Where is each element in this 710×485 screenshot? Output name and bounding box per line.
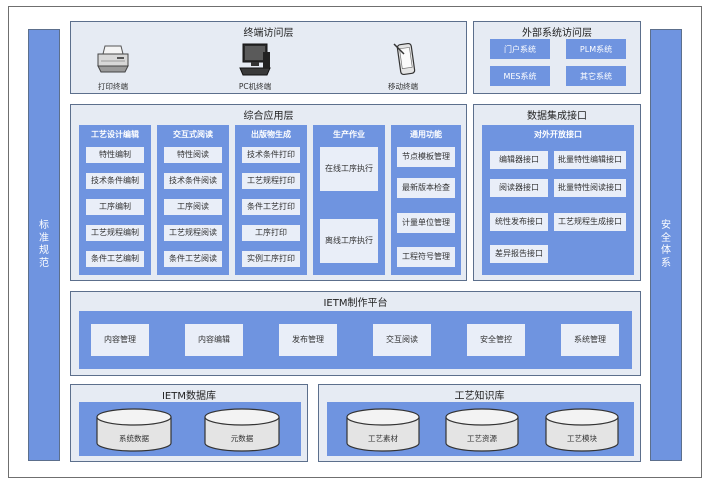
mobile-label: 移动终端 — [388, 82, 418, 91]
column-item: 节点模板管理 — [397, 147, 455, 167]
column-item: 条件工艺阅读 — [164, 251, 222, 267]
printer-label: 打印终端 — [98, 82, 128, 91]
database-label: 工艺资源 — [467, 434, 497, 443]
knowledge-database-title: 工艺知识库 — [454, 391, 505, 402]
terminal-layer: 终端访问层 打印终端 PC机终端 移动终端 — [70, 21, 467, 94]
security-bar: 安 全 体 系 — [650, 29, 682, 461]
column-common-functions: 通用功能 节点模板管理 最新版本检查 计量单位管理 工程符号管理 — [391, 125, 461, 275]
platform-item: 内容编辑 — [185, 324, 243, 356]
column-item: 工序阅读 — [164, 199, 222, 215]
knowledge-database-group: 工艺素材 工艺资源 工艺模块 — [327, 402, 634, 456]
column-item: 特性编制 — [86, 147, 144, 163]
column-item: 实例工序打印 — [242, 251, 300, 267]
security-label: 安 全 体 系 — [661, 220, 671, 269]
interface-item: 阅读器接口 — [490, 179, 548, 197]
column-interactive-reading: 交互式阅读 特性阅读 技术条件阅读 工序阅读 工艺规程阅读 条件工艺阅读 — [157, 125, 229, 275]
column-item: 工艺规程编制 — [86, 225, 144, 241]
ietm-database-group: 系统数据 元数据 — [79, 402, 301, 456]
column-publication: 出版物生成 技术条件打印 工艺规程打印 条件工艺打印 工序打印 实例工序打印 — [235, 125, 307, 275]
ietm-platform-title: IETM制作平台 — [323, 298, 388, 309]
column-item: 工艺规程打印 — [242, 173, 300, 189]
database-label: 元数据 — [230, 434, 254, 443]
printer-icon — [97, 45, 129, 73]
database-cylinder-icon — [346, 408, 420, 452]
open-interface-group: 对外开放接口 编辑器接口 批量特性编辑接口 阅读器接口 批量特性阅读接口 统性发… — [482, 125, 634, 275]
database-label: 工艺素材 — [368, 434, 398, 443]
integration-layer-title: 数据集成接口 — [527, 111, 587, 122]
platform-item: 系统管理 — [561, 324, 619, 356]
interface-item: 批量特性阅读接口 — [554, 179, 626, 197]
database-cylinder-icon — [204, 408, 280, 452]
column-item: 工艺规程阅读 — [164, 225, 222, 241]
app-layer-title: 综合应用层 — [243, 111, 294, 122]
interface-item: 差异报告接口 — [490, 245, 548, 263]
external-layer: 外部系统访问层 门户系统 PLM系统 MES系统 其它系统 — [473, 21, 641, 94]
database-label: 工艺模块 — [567, 434, 597, 443]
column-title: 交互式阅读 — [173, 130, 213, 139]
column-item: 最新版本检查 — [397, 178, 455, 198]
terminal-layer-title: 终端访问层 — [243, 28, 294, 39]
column-item: 特性阅读 — [164, 147, 222, 163]
column-item: 计量单位管理 — [397, 213, 455, 233]
standards-label: 标 准 规 范 — [39, 220, 49, 269]
column-item: 技术条件编制 — [86, 173, 144, 189]
column-item: 技术条件阅读 — [164, 173, 222, 189]
portal-system: 门户系统 — [490, 39, 550, 59]
platform-item: 安全管控 — [467, 324, 525, 356]
external-layer-title: 外部系统访问层 — [522, 28, 592, 39]
open-interface-title: 对外开放接口 — [534, 130, 582, 139]
column-item: 技术条件打印 — [242, 147, 300, 163]
pc-label: PC机终端 — [238, 82, 272, 91]
platform-item: 交互阅读 — [373, 324, 431, 356]
column-production: 生产作业 在线工序执行 离线工序执行 — [313, 125, 385, 275]
column-item: 工序编制 — [86, 199, 144, 215]
column-title: 出版物生成 — [251, 130, 291, 139]
column-item: 工序打印 — [242, 225, 300, 241]
column-process-design: 工艺设计编辑 特性编制 技术条件编制 工序编制 工艺规程编制 条件工艺编制 — [79, 125, 151, 275]
mes-system: MES系统 — [490, 66, 550, 86]
database-cylinder-icon — [545, 408, 619, 452]
other-system: 其它系统 — [566, 66, 626, 86]
mobile-icon — [393, 42, 416, 76]
database-cylinder-icon — [445, 408, 519, 452]
column-item: 在线工序执行 — [320, 147, 378, 191]
column-item: 条件工艺打印 — [242, 199, 300, 215]
interface-item: 工艺规程生成接口 — [554, 213, 626, 231]
integration-layer: 数据集成接口 对外开放接口 编辑器接口 批量特性编辑接口 阅读器接口 批量特性阅… — [473, 104, 641, 281]
column-item: 工程符号管理 — [397, 247, 455, 267]
database-cylinder-icon — [96, 408, 172, 452]
ietm-database-title: IETM数据库 — [161, 391, 216, 402]
column-item: 离线工序执行 — [320, 219, 378, 263]
platform-item: 发布管理 — [279, 324, 337, 356]
column-title: 生产作业 — [333, 130, 365, 139]
plm-system: PLM系统 — [566, 39, 626, 59]
knowledge-database: 工艺知识库 工艺素材 工艺资源 工艺模块 — [318, 384, 641, 462]
database-label: 系统数据 — [119, 434, 149, 443]
interface-item: 批量特性编辑接口 — [554, 151, 626, 169]
standards-bar: 标 准 规 范 — [28, 29, 60, 461]
column-item: 条件工艺编制 — [86, 251, 144, 267]
interface-item: 统性发布接口 — [490, 213, 548, 231]
ietm-database: IETM数据库 系统数据 元数据 — [70, 384, 308, 462]
ietm-platform: IETM制作平台 内容管理 内容编辑 发布管理 交互阅读 安全管控 系统管理 — [70, 291, 641, 376]
app-layer: 综合应用层 工艺设计编辑 特性编制 技术条件编制 工序编制 工艺规程编制 条件工… — [70, 104, 467, 281]
pc-icon — [239, 43, 271, 76]
ietm-platform-group: 内容管理 内容编辑 发布管理 交互阅读 安全管控 系统管理 — [79, 311, 632, 369]
column-title: 通用功能 — [410, 130, 442, 139]
column-title: 工艺设计编辑 — [91, 130, 139, 139]
interface-item: 编辑器接口 — [490, 151, 548, 169]
platform-item: 内容管理 — [91, 324, 149, 356]
